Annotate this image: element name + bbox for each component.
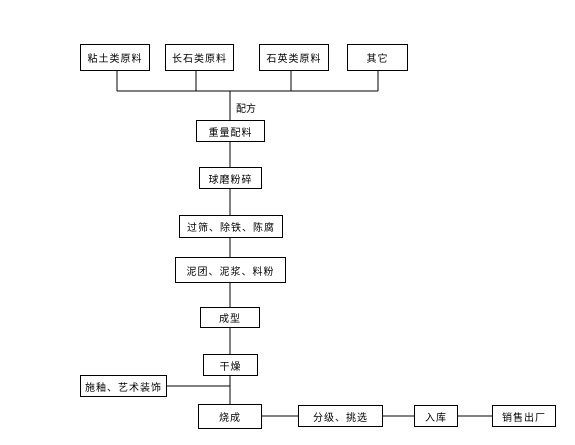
step-weighing-box: 重量配料 — [196, 120, 265, 142]
step-ball-milling-box: 球磨粉碎 — [199, 167, 262, 189]
step-drying-box: 干燥 — [203, 354, 258, 376]
step-storage-box: 入库 — [414, 405, 458, 427]
step-firing-box: 烧成 — [198, 404, 262, 429]
input-quartz-box: 石英类原料 — [259, 44, 329, 71]
input-clay-box: 粘土类原料 — [80, 44, 150, 71]
input-other-box: 其它 — [347, 44, 408, 71]
step-forming-box: 成型 — [200, 307, 260, 328]
side-input-glazing-box: 施釉、艺术装饰 — [80, 375, 167, 397]
step-sales-box: 销售出厂 — [492, 405, 556, 427]
step-sieving-box: 过筛、除铁、陈腐 — [179, 215, 283, 238]
formula-label: 配方 — [236, 104, 256, 115]
step-grading-box: 分级、挑选 — [298, 405, 383, 427]
step-body-prep-box: 泥团、泥浆、料粉 — [175, 257, 286, 283]
input-feldspar-box: 长石类原料 — [165, 44, 234, 71]
